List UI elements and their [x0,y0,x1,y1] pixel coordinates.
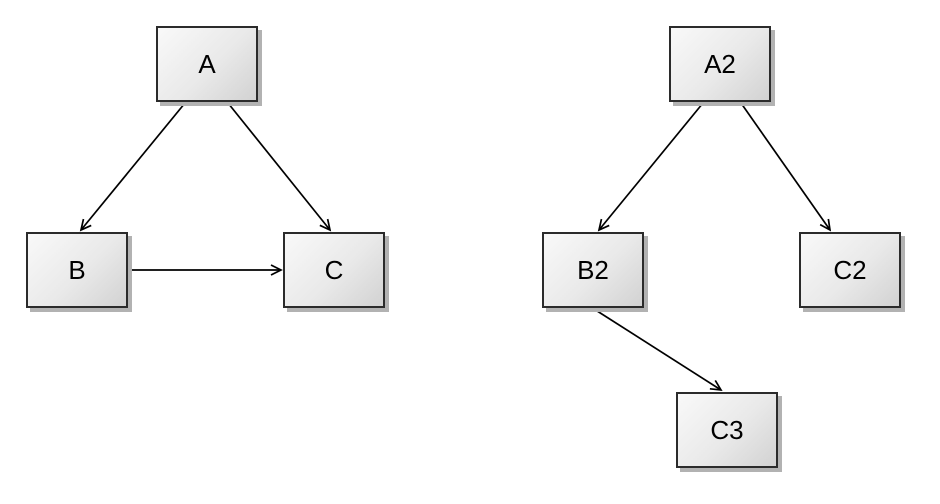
node-label: A2 [704,49,736,79]
node-A[interactable]: A [156,26,258,102]
edge-A2-to-B2 [597,102,704,232]
edge-B2-to-C3 [593,308,723,392]
node-label: C [324,255,344,285]
node-label: C3 [710,415,744,445]
node-label: C2 [833,255,867,285]
node-B2[interactable]: B2 [542,232,644,308]
node-A2[interactable]: A2 [669,26,771,102]
edge-A-to-B [79,102,186,232]
node-C2[interactable]: C2 [799,232,901,308]
node-label: A [198,49,216,79]
node-label: B2 [577,255,609,285]
edge-A-to-C [227,102,332,232]
node-label: B [68,255,86,285]
node-C[interactable]: C [283,232,385,308]
node-B[interactable]: B [26,232,128,308]
node-C3[interactable]: C3 [676,392,778,468]
edge-A2-to-C2 [740,102,832,232]
